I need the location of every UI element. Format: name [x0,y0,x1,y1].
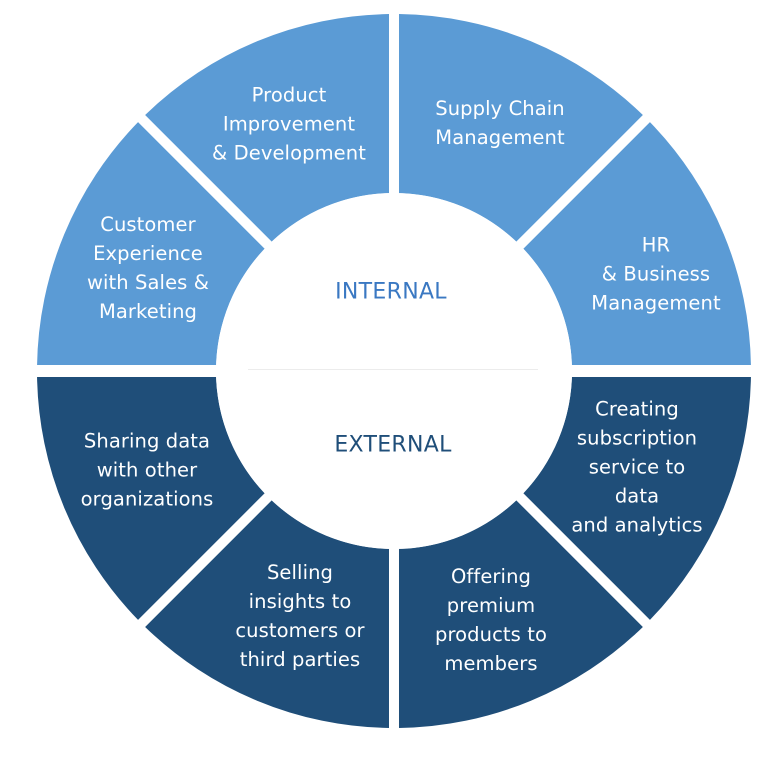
segment-label-offering-premium: Offering premium products to members [434,565,548,675]
center-disc [216,193,572,549]
segment-label-sharing-data: Sharing data with other organizations [80,429,214,511]
segment-label-product-improvement: Product Improvement & Development [212,83,366,165]
external-label: EXTERNAL [334,432,452,458]
internal-label: INTERNAL [335,279,447,305]
segment-label-customer-experience: Customer Experience with Sales & Marketi… [86,213,210,323]
segment-supply-chain [398,14,643,242]
center-divider [248,369,538,370]
segment-label-supply-chain: Supply Chain Management [435,97,565,149]
segment-sharing-data [37,375,265,620]
segment-label-creating-subscription: Creating subscription service to data an… [571,397,703,537]
segment-label-hr-business: HR & Business Management [591,233,721,315]
segment-customer-experience [37,122,265,367]
segment-product-improvement [145,14,390,242]
segment-hr-business [523,122,751,367]
segment-label-selling-insights: Selling insights to customers or third p… [235,561,365,671]
segment-creating-subscription [523,375,751,620]
segment-offering-premium [398,500,643,728]
segment-selling-insights [145,500,390,728]
